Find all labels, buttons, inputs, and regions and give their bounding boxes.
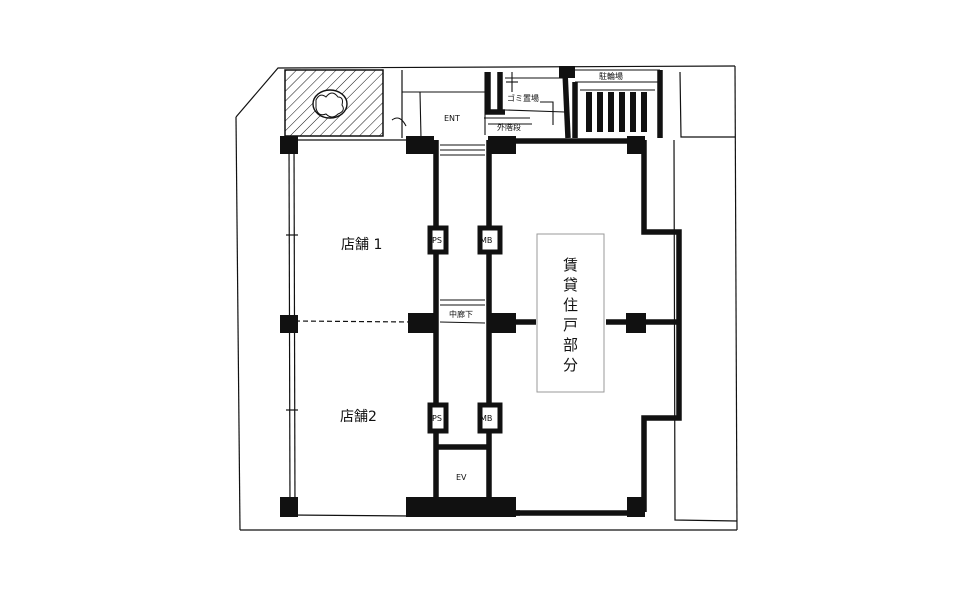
mb-bottom-label: MB bbox=[480, 414, 492, 423]
column bbox=[406, 497, 516, 517]
column bbox=[627, 136, 645, 154]
column bbox=[280, 315, 298, 333]
column bbox=[488, 136, 516, 154]
shop-outer-walls bbox=[286, 139, 413, 517]
corridor-lines bbox=[439, 299, 486, 324]
trash-label: ゴミ置場 bbox=[507, 93, 539, 103]
column bbox=[627, 497, 645, 517]
column bbox=[280, 136, 298, 154]
rental-char-2: 貸 bbox=[563, 276, 578, 294]
mb-top-label: MB bbox=[480, 236, 492, 245]
ps-bottom-label: PS bbox=[432, 414, 442, 423]
labels: 店舗 1 店舗2 中廊下 EV ENT ゴミ置場 外階段 駐輪場 PS MB P… bbox=[340, 71, 623, 482]
columns bbox=[280, 66, 646, 517]
column bbox=[280, 497, 298, 517]
rental-char-3: 住 bbox=[563, 296, 578, 314]
site-boundary bbox=[235, 65, 738, 531]
ps-top-label: PS bbox=[432, 236, 442, 245]
rental-char-6: 分 bbox=[563, 356, 578, 374]
column bbox=[559, 66, 575, 78]
rental-char-1: 賃 bbox=[563, 256, 578, 274]
rental-char-4: 戸 bbox=[563, 316, 578, 334]
mb-top-box bbox=[477, 225, 503, 255]
column bbox=[408, 313, 436, 333]
bike-parking bbox=[580, 89, 655, 132]
stairs-label: 外階段 bbox=[497, 122, 521, 132]
column bbox=[488, 313, 516, 333]
ps-bottom-box bbox=[427, 402, 449, 434]
ev-label: EV bbox=[456, 473, 467, 482]
parking-label: 駐輪場 bbox=[599, 71, 623, 81]
shop2-label: 店舗2 bbox=[340, 409, 377, 425]
shaft-boxes bbox=[427, 225, 503, 434]
rental-label-box bbox=[536, 233, 605, 393]
ps-top-box bbox=[427, 225, 449, 255]
rental-char-5: 部 bbox=[563, 336, 578, 354]
column bbox=[406, 136, 434, 154]
planting-area bbox=[284, 69, 384, 137]
shop1-label: 店舗 1 bbox=[341, 237, 382, 253]
corridor-label: 中廊下 bbox=[449, 309, 473, 319]
mb-bottom-box bbox=[477, 402, 503, 434]
ent-label: ENT bbox=[444, 114, 460, 123]
upper-service-lines bbox=[391, 69, 660, 156]
column bbox=[626, 313, 646, 333]
